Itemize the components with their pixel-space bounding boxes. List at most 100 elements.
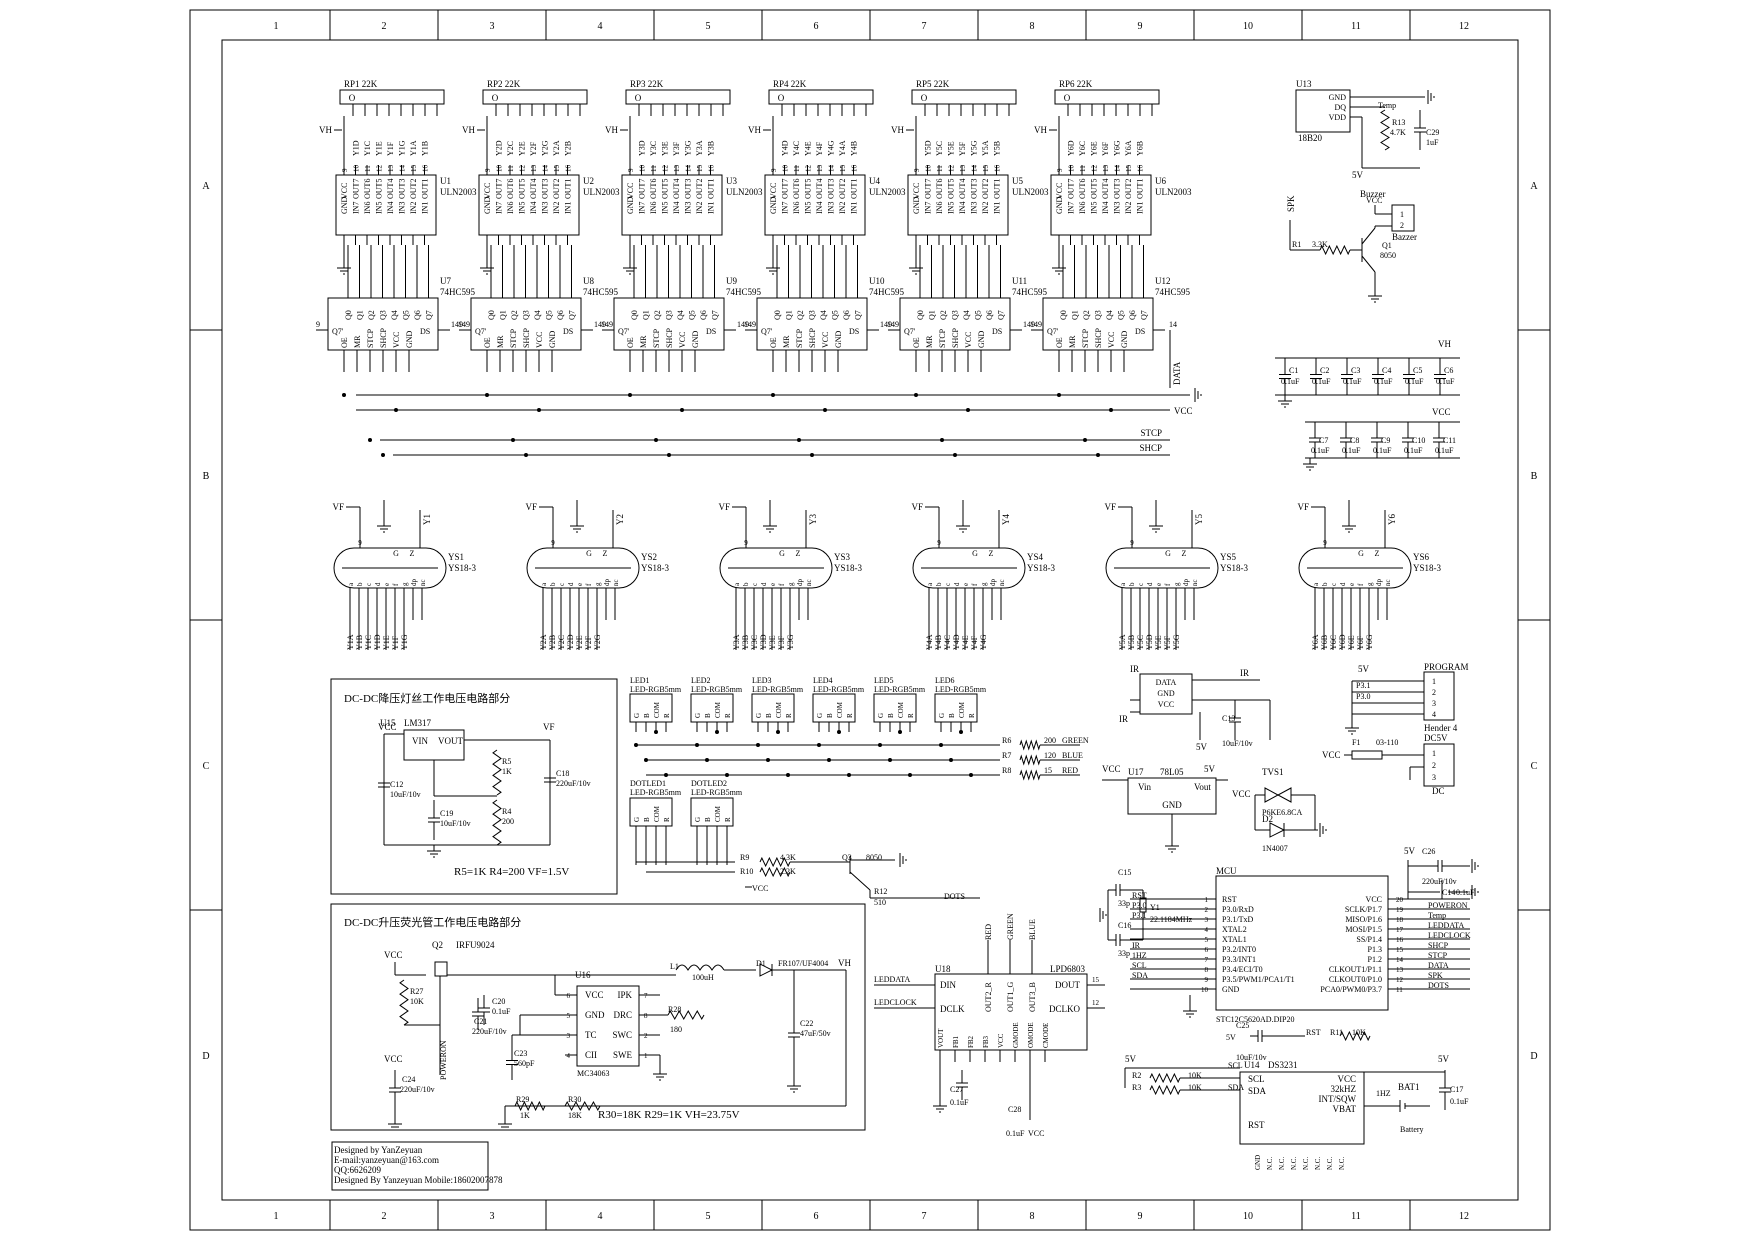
led-ref: LED3 <box>752 676 772 685</box>
tube-ref: YS6 <box>1413 552 1430 562</box>
grid-column-label: 2 <box>382 1211 387 1222</box>
shift-register-type: 74HC595 <box>726 287 762 297</box>
buzzer-value: Bazzer <box>1392 232 1417 242</box>
vcc-net-label: VCC <box>1322 750 1341 760</box>
mcu-net-label: 1HZ <box>1132 951 1147 960</box>
uln2003-body <box>335 174 437 236</box>
capacitor-value: 0.1uF <box>1311 446 1330 455</box>
capacitor-ref: C7 <box>1319 436 1328 445</box>
pin-number: 13 <box>530 165 538 173</box>
pin-number: 18 <box>1396 916 1404 924</box>
mcu-net-label: LEDDATA <box>1428 921 1464 930</box>
vcc-net-label: VCC <box>1028 1129 1044 1138</box>
lpd-pin-name: OUT1_G <box>1006 982 1015 1012</box>
uln-pin-name: OUT4 <box>386 179 395 199</box>
led-type: LED-RGB5mm <box>874 685 926 694</box>
led-pin-name: G <box>938 713 946 718</box>
resistor-ref: R6 <box>1002 736 1011 745</box>
grid-row-label: B <box>1531 471 1538 482</box>
transistor-ref: Q3 <box>842 853 852 862</box>
resistor-ref: R30 <box>568 1095 581 1104</box>
grid-column-label: 4 <box>598 21 603 32</box>
shift-register-pin: MR <box>925 335 934 348</box>
vf-net-label: VF <box>543 722 555 732</box>
uln-ref: U1 <box>440 176 451 186</box>
tube-pin-name: f <box>585 583 593 586</box>
lpd-pin-name: CMODE <box>1042 1023 1050 1048</box>
lpd-type: LPD6803 <box>1050 964 1086 974</box>
led-body <box>629 693 673 723</box>
uln-pin-name: OUT4 <box>672 179 681 199</box>
grid-column-label: 10 <box>1243 21 1253 32</box>
rtc-pin-name: N.C. <box>1278 1157 1286 1170</box>
mcu-pin-name: SCLK/P1.7 <box>1345 905 1382 914</box>
uln-pin-name: OUT1 <box>1136 179 1145 199</box>
tube-ref: YS1 <box>448 552 464 562</box>
shift-register-pin: Q2 <box>510 310 519 320</box>
tube-type: YS18-3 <box>834 563 863 573</box>
uln-type: ULN2003 <box>1155 187 1192 197</box>
segment-net-label: Y3F <box>672 141 681 156</box>
tube-pin-name: G <box>1358 549 1364 558</box>
tube-segment-net: Y6G <box>1365 634 1374 650</box>
resistor-symbol <box>564 1100 601 1112</box>
pin-number: 10 <box>925 165 933 173</box>
uln-pin-name: OUT2 <box>409 179 418 199</box>
transistor-symbol <box>1361 227 1376 245</box>
pin-number: 11 <box>793 165 801 172</box>
regulator-pin: Vout <box>1194 782 1211 792</box>
led-pin-name: COM <box>958 701 966 718</box>
capacitor-ref: C20 <box>492 997 505 1006</box>
pin-number: 3 <box>1205 916 1209 924</box>
led-color-net: BLUE <box>1062 751 1083 760</box>
uln-ref: U6 <box>1155 176 1166 186</box>
shift-register-pin: Q7' <box>618 327 630 336</box>
mosfet-symbol <box>434 961 448 977</box>
5v-net-label: 5V <box>1125 1054 1137 1064</box>
uln-pin-name: OUT3 <box>398 179 407 199</box>
led-ref: LED4 <box>813 676 833 685</box>
uln2003-body <box>621 174 723 236</box>
segment-net-label: Y5B <box>993 141 1002 156</box>
regulator-type: 78L05 <box>1160 767 1184 777</box>
pin-number: 10 <box>782 165 790 173</box>
mcu-pin-name: P1.2 <box>1368 955 1382 964</box>
resistor-value: 4.3K <box>780 853 796 862</box>
led-pin-name: B <box>643 713 651 718</box>
tube-pin-name: g <box>787 582 795 586</box>
uln-pin-name: IN4 <box>815 202 824 214</box>
vf-net-label: VF <box>1297 502 1309 512</box>
shift-register-pin: DS <box>420 327 430 336</box>
capacitor-ref: C8 <box>1350 436 1359 445</box>
mcu-net-label: SCL <box>1132 961 1147 970</box>
shift-register-pin: OE <box>769 337 778 348</box>
uln-pin-name: OUT6 <box>363 179 372 199</box>
shift-register-pin: DS <box>563 327 573 336</box>
resistor-value: 1K <box>502 767 512 776</box>
tube-pin-name: Z <box>603 549 608 558</box>
resistor-symbol <box>514 1100 546 1112</box>
uln-type: ULN2003 <box>1012 187 1049 197</box>
pin-number: 1 <box>1205 896 1209 904</box>
segment-net-label: Y6D <box>1067 140 1076 156</box>
ir-receiver-body <box>1139 673 1193 715</box>
capacitor-value: 1uF <box>1426 138 1439 147</box>
grid-column-label: 10 <box>1243 1211 1253 1222</box>
shift-register-pin: Q0 <box>773 310 782 320</box>
tube-pin-name: g <box>594 582 602 586</box>
segment-net-label: Y4B <box>850 141 859 156</box>
segment-net-label: Y3E <box>661 141 670 156</box>
resistor-symbol <box>1149 1072 1181 1084</box>
pin-number: 2 <box>1432 761 1436 770</box>
resistor-value: 18K <box>568 1111 582 1120</box>
resistor-value: 120 <box>1044 751 1056 760</box>
buck-section-frame <box>330 678 618 895</box>
shcp-net-label: SHCP <box>1139 443 1162 453</box>
shift-register-pin: Q4 <box>962 310 971 320</box>
resistor-symbol <box>1019 754 1041 766</box>
shift-register-pin: Q1 <box>356 310 365 320</box>
5v-net-label: 5V <box>1404 846 1416 856</box>
shift-register-pin: Q3 <box>665 310 674 320</box>
chain-net-label: 14 <box>1169 320 1177 329</box>
